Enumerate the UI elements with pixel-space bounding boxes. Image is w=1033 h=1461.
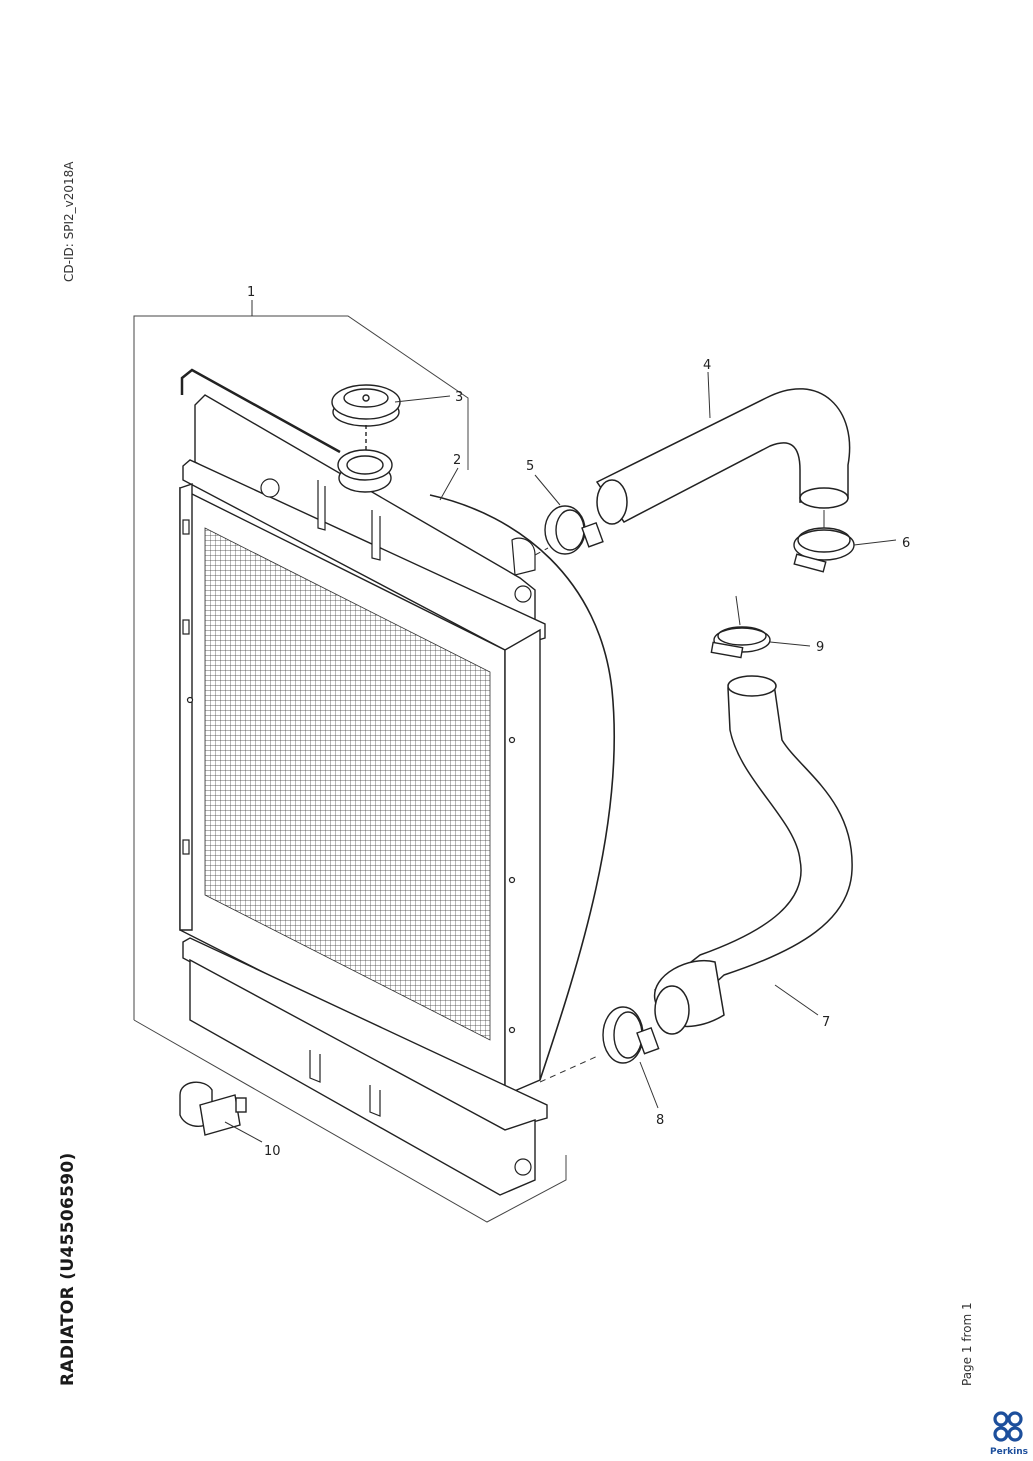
callout-9: 9	[816, 640, 824, 655]
radiator-details	[182, 478, 536, 1176]
brand-name: Perkins	[990, 1447, 1028, 1457]
hose-clamp-5-icon	[544, 505, 604, 555]
fan-shroud	[429, 494, 616, 1081]
radiator-cap-icon	[331, 384, 401, 452]
callout-6: 6	[902, 536, 910, 551]
callout-8: 8	[656, 1113, 664, 1128]
callout-10: 10	[264, 1144, 281, 1159]
assembly-bracket	[133, 315, 567, 1223]
hose-clamp-6-icon	[793, 527, 855, 573]
radiator-core	[204, 527, 491, 1041]
callout-leaders	[224, 300, 897, 1143]
callout-1: 1	[247, 285, 255, 300]
callout-7: 7	[822, 1015, 830, 1030]
callout-2: 2	[453, 453, 461, 468]
carry-handle	[180, 368, 341, 454]
perkins-logo-icon	[993, 1411, 1023, 1442]
sensor-icon	[179, 1081, 247, 1136]
hose-clamp-9-icon	[710, 626, 771, 659]
callout-4: 4	[703, 358, 711, 373]
callout-3: 3	[455, 390, 463, 405]
alignment-lines	[534, 547, 601, 1083]
top-hose	[595, 388, 851, 525]
callout-5: 5	[526, 459, 534, 474]
hose-clamp-8-icon	[602, 1006, 660, 1064]
filler-neck	[337, 449, 393, 493]
bottom-hose	[654, 675, 853, 1035]
leader-line	[735, 595, 741, 626]
